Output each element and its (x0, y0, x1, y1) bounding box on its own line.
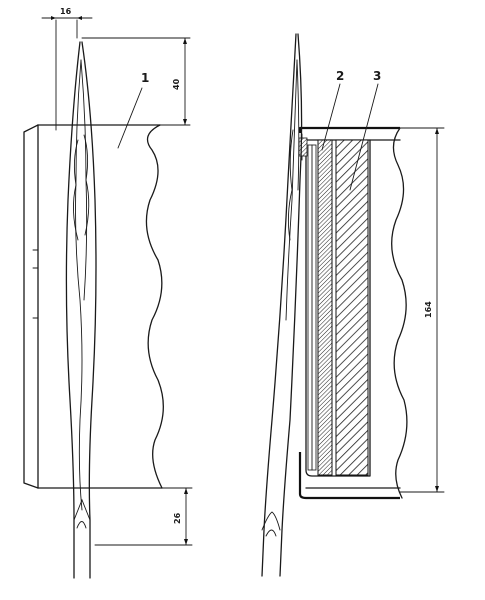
dim-width-top-value: 16 (60, 7, 72, 16)
dim-height-bottom-value: 26 (173, 512, 182, 524)
left-view: 16 40 26 1 (23, 7, 193, 579)
right-view: 164 2 3 (261, 33, 445, 577)
dim-height-panel-value: 164 (424, 301, 433, 318)
dim-height-tip-value: 40 (172, 78, 181, 90)
dim-height-panel: 164 (399, 127, 445, 493)
label-part-3-text: 3 (373, 69, 381, 83)
right-rod (261, 33, 303, 577)
label-part-3: 3 (349, 69, 381, 191)
left-block (23, 124, 164, 489)
label-part-2: 2 (321, 69, 344, 151)
label-part-2-text: 2 (336, 69, 344, 83)
right-layer-2 (307, 139, 333, 476)
dim-width-top: 16 (41, 7, 93, 131)
left-rod (65, 41, 97, 579)
dim-height-tip: 40 (81, 37, 191, 126)
right-layer-3 (335, 139, 369, 476)
label-part-1: 1 (117, 71, 149, 149)
dim-height-bottom: 26 (94, 487, 193, 546)
label-part-1-text: 1 (141, 71, 149, 85)
